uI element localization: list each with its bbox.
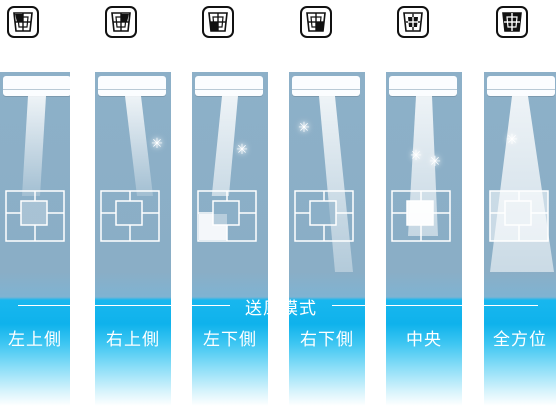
section-title: 送風模式 [245,299,317,319]
mode-panel-upper-right[interactable]: ✳ 右上側 [95,72,171,406]
mode-label: 中央 [406,330,442,350]
louver-all-directions-icon[interactable] [496,6,528,38]
sparkle-icon: ✳ [236,142,248,158]
room-floor-plan [294,190,354,242]
airflow-beam [22,96,46,196]
mode-panel-upper-left[interactable]: 左上側 [0,72,70,406]
mode-panel-lower-right[interactable]: ✳ 右下側 [289,72,365,406]
section-divider-left [18,305,230,306]
mode-label: 全方位 [493,330,547,350]
mode-label: 右上側 [106,330,160,350]
air-conditioner-unit [292,76,360,96]
louver-lower-right-icon[interactable] [300,6,332,38]
air-conditioner-unit [487,76,555,96]
sparkle-icon: ✳ [429,154,441,170]
room-floor-plan [100,190,160,242]
air-conditioner-unit [98,76,166,96]
louver-upper-left-icon[interactable] [7,6,39,38]
air-conditioner-unit [389,76,457,96]
mode-label: 左上側 [8,330,62,350]
airflow-beam [319,96,353,272]
room-floor-plan [5,190,65,242]
room-floor-plan [391,190,451,242]
sparkle-icon: ✳ [410,148,422,164]
mode-panel-center[interactable]: ✳ ✳ 中央 [386,72,462,406]
mode-label: 右下側 [300,330,354,350]
sparkle-icon: ✳ [298,120,310,136]
mode-panel-all-directions[interactable]: ✳ 全方位 [484,72,556,406]
air-conditioner-unit [195,76,263,96]
sparkle-icon: ✳ [506,132,518,148]
mode-panel-lower-left[interactable]: ✳ 左下側 [192,72,268,406]
louver-lower-left-icon[interactable] [202,6,234,38]
airflow-beam [211,96,238,196]
air-conditioner-unit [3,76,70,96]
sparkle-icon: ✳ [151,136,163,152]
section-divider-right [332,305,538,306]
room-floor-plan [489,190,549,242]
airflow-beam [125,96,153,196]
room-floor-plan [197,190,257,242]
mode-label: 左下側 [203,330,257,350]
louver-center-icon[interactable] [397,6,429,38]
louver-upper-right-icon[interactable] [105,6,137,38]
